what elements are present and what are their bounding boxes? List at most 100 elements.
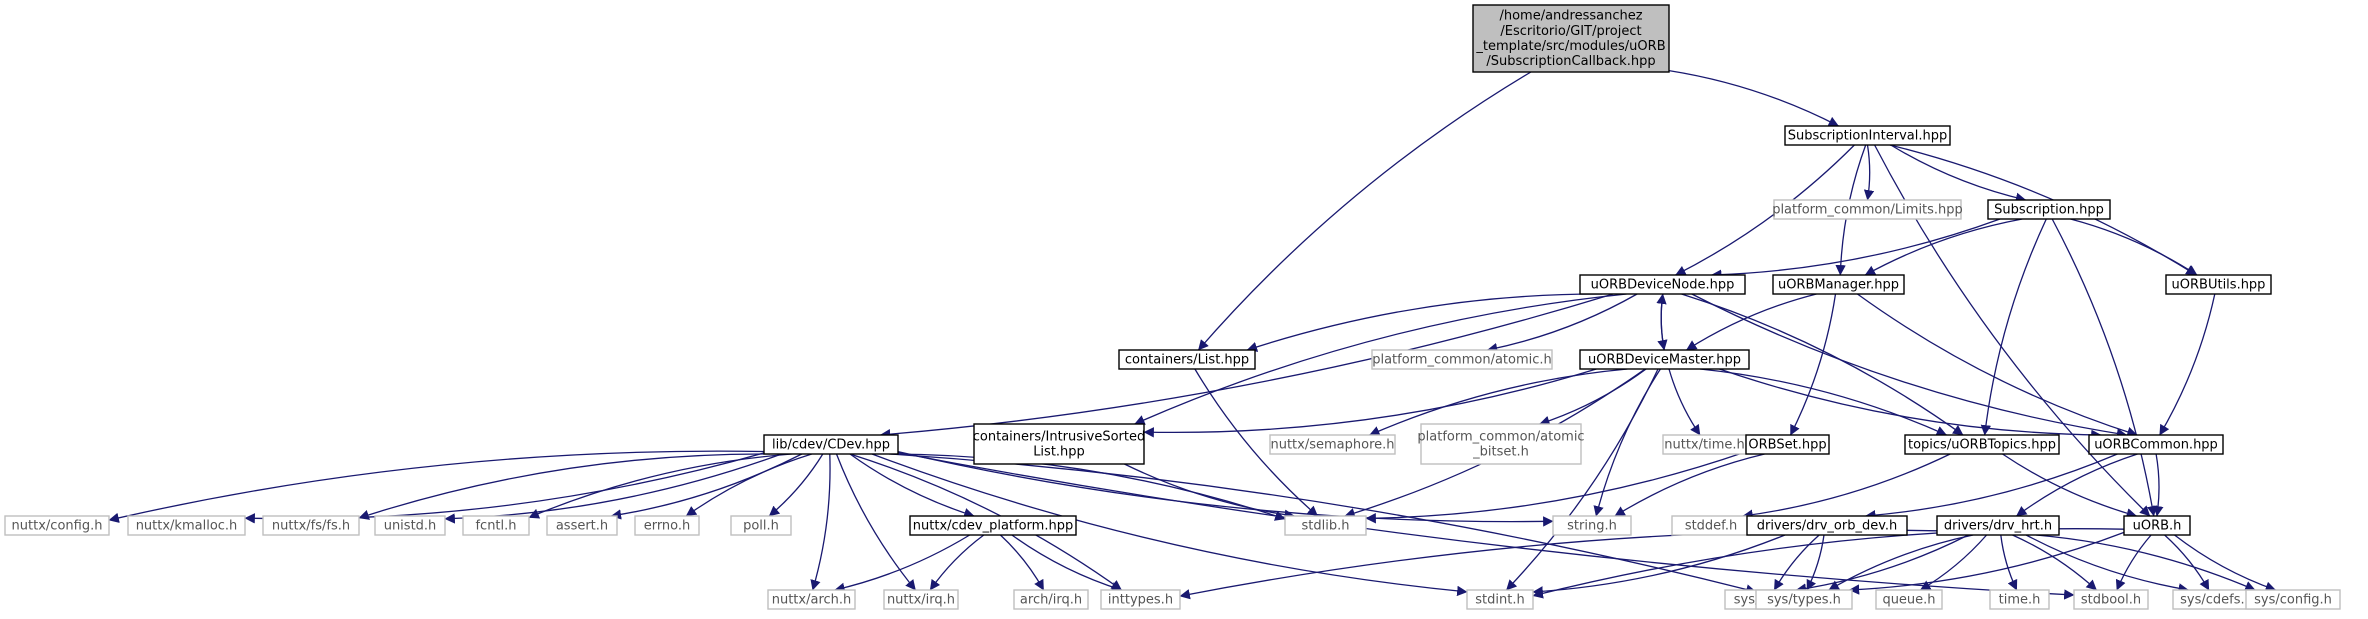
node-string-label-0: string.h (1567, 518, 1617, 533)
edge-common-to-drv_orb_dev (1865, 453, 2118, 521)
edge-devmaster-to-topics (1699, 368, 1947, 436)
node-nuttx_time: nuttx/time.h (1662, 434, 1747, 455)
node-stdlib-box (1284, 515, 1367, 536)
node-irq: nuttx/irq.h (883, 589, 959, 610)
edge-devnode-to-atomic (1486, 293, 1638, 354)
node-devmaster[interactable]: uORBDeviceMaster.hpp (1579, 349, 1750, 370)
edge-cdev-to-nuttx_config (108, 450, 765, 523)
edge-cdev-to-fcntl (528, 453, 792, 519)
node-poll-box (730, 515, 792, 536)
edge-devmaster-to-semaphore (1369, 368, 1628, 436)
node-utils-box (2165, 274, 2272, 295)
edge-manager-to-orbset (1789, 293, 1837, 436)
node-subscription-box (1987, 199, 2111, 220)
node-orbset-label-0: ORBSet.hpp (1748, 437, 1826, 452)
node-cdev-box (763, 434, 899, 455)
edge-manager-to-devmaster (1686, 293, 1817, 351)
node-drv_hrt[interactable]: drivers/drv_hrt.h (1936, 515, 2060, 536)
node-cdev_platform-label-0: nuttx/cdev_platform.hpp (913, 518, 1073, 533)
node-orbset[interactable]: ORBSet.hpp (1745, 434, 1830, 455)
edge-root-to-containers_list (1197, 71, 1532, 351)
edge-cdev-to-cdev_platform (849, 453, 975, 518)
edge-orbset-to-string (1614, 453, 1765, 517)
node-sys_config: sys/config.h (2245, 589, 2341, 610)
edge-subscription-to-topics (1980, 218, 2047, 436)
node-uorb_h[interactable]: uORB.h (2123, 515, 2191, 536)
node-devmaster-label-0: uORBDeviceMaster.hpp (1588, 352, 1741, 367)
edge-cdev_platform-to-inttypes (1011, 534, 1123, 592)
edge-devmaster-to-common (1719, 368, 2102, 441)
node-fs: nuttx/fs/fs.h (262, 515, 360, 536)
node-containers_list[interactable]: containers/List.hpp (1118, 349, 1256, 370)
node-atomic-label-0: platform_common/atomic.h (1372, 352, 1552, 367)
edge-uorb_h-to-sys_config (2174, 534, 2276, 592)
node-sortedlist-box (973, 423, 1145, 465)
node-subscription[interactable]: Subscription.hpp (1987, 199, 2111, 220)
node-atomic_bitset-label-1: _bitset.h (1472, 445, 1529, 460)
edge-cdev-to-assert (610, 453, 803, 520)
node-cdev_platform-box (909, 515, 1077, 536)
node-unistd-label-0: unistd.h (384, 518, 437, 533)
node-root[interactable]: /home/andressanchez/Escritorio/GIT/proje… (1472, 4, 1670, 73)
node-common-box (2088, 434, 2224, 455)
node-subinterval[interactable]: SubscriptionInterval.hpp (1784, 125, 1951, 146)
node-cdev_platform[interactable]: nuttx/cdev_platform.hpp (909, 515, 1077, 536)
edge-cdev-to-fs (358, 453, 771, 520)
node-queue: queue.h (1875, 589, 1943, 610)
edge-cdev_platform-to-arch_irq (999, 534, 1045, 591)
edge-subscription-to-uorb_h (2051, 218, 2158, 517)
node-topics[interactable]: topics/uORBTopics.hpp (1904, 434, 2060, 455)
edge-cdev-to-stdint (871, 453, 1468, 597)
node-devnode[interactable]: uORBDeviceNode.hpp (1579, 274, 1746, 295)
node-unistd: unistd.h (374, 515, 446, 536)
edge-cdev-to-inttypes (849, 453, 1122, 591)
node-utils[interactable]: uORBUtils.hpp (2165, 274, 2272, 295)
node-sys_config-label-0: sys/config.h (2254, 592, 2332, 607)
node-containers_list-label-0: containers/List.hpp (1125, 352, 1249, 367)
node-limits-box (1773, 199, 1962, 220)
node-subscription-label-0: Subscription.hpp (1994, 202, 2104, 217)
node-devnode-box (1579, 274, 1746, 295)
edge-common-to-uorb_h (2153, 453, 2164, 517)
edge-drv_hrt-to-queue (1919, 534, 1988, 591)
node-assert-box (546, 515, 618, 536)
node-arch: nuttx/arch.h (767, 589, 856, 610)
node-arch_irq-box (1013, 589, 1089, 610)
node-string: string.h (1552, 515, 1632, 536)
node-nuttx_config-box (4, 515, 110, 536)
node-semaphore: nuttx/semaphore.h (1269, 434, 1396, 455)
edge-root-to-subinterval (1668, 69, 1839, 127)
node-atomic: platform_common/atomic.h (1371, 349, 1553, 370)
node-string-box (1552, 515, 1632, 536)
node-nuttx_config: nuttx/config.h (4, 515, 110, 536)
edge-cdev-to-unistd (444, 453, 782, 524)
node-utils-label-0: uORBUtils.hpp (2172, 277, 2266, 292)
node-irq-box (883, 589, 959, 610)
node-root-label-1: /Escritorio/GIT/project (1500, 24, 1641, 39)
edge-cdev-to-stdlib (888, 453, 1286, 521)
node-arch-box (767, 589, 856, 610)
edge-devmaster-to-string (1593, 368, 1661, 517)
node-cdev[interactable]: lib/cdev/CDev.hpp (763, 434, 899, 455)
edge-cdev-to-poll (768, 453, 824, 517)
node-common[interactable]: uORBCommon.hpp (2088, 434, 2224, 455)
node-uorb_h-box (2123, 515, 2191, 536)
edge-subinterval-to-devnode (1675, 144, 1855, 276)
node-manager[interactable]: uORBManager.hpp (1772, 274, 1905, 295)
node-drv_orb_dev[interactable]: drivers/drv_orb_dev.h (1746, 515, 1908, 536)
node-errno: errno.h (634, 515, 700, 536)
edge-cdev_platform-to-arch (834, 534, 971, 593)
node-kmalloc: nuttx/kmalloc.h (127, 515, 246, 536)
node-errno-label-0: errno.h (644, 518, 691, 533)
edge-utils-to-common (2159, 293, 2216, 436)
node-drv_hrt-box (1936, 515, 2060, 536)
node-semaphore-label-0: nuttx/semaphore.h (1270, 437, 1394, 452)
node-poll: poll.h (730, 515, 792, 536)
node-stdbool-label-0: stdbool.h (2081, 592, 2141, 607)
node-semaphore-box (1269, 434, 1396, 455)
edge-topics-to-stddef (1742, 453, 1951, 520)
edge-subscription-to-devnode (1710, 218, 2001, 280)
edge-cdev-to-errno (685, 453, 812, 517)
nodes-layer: /home/andressanchez/Escritorio/GIT/proje… (4, 4, 2341, 610)
